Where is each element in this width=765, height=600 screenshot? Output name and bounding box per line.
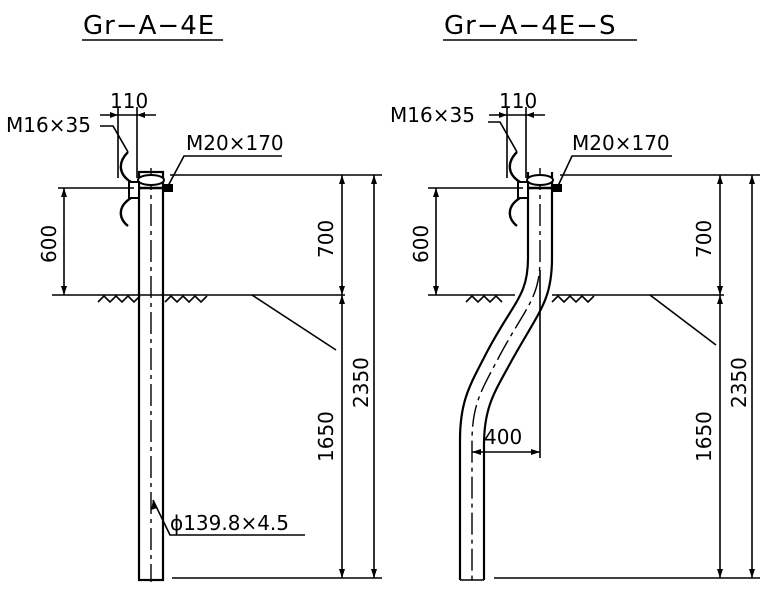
left-bolt-small-leader <box>100 125 129 153</box>
left-bolt-large-label: M20×170 <box>186 131 284 155</box>
right-dim-top-width: 110 <box>499 89 537 113</box>
left-bolt-small-label: M16×35 <box>6 113 91 137</box>
left-pipe-spec-arrow <box>151 500 157 510</box>
right-dim-600-label: 600 <box>409 225 433 263</box>
left-dim-2350: 2350 <box>349 175 377 578</box>
right-post <box>458 168 557 582</box>
left-dim-1650: 1650 <box>314 295 345 578</box>
left-dim-700: 700 <box>314 175 345 295</box>
left-bolt-large-leader <box>167 155 282 187</box>
right-dim-400: 400 <box>472 270 541 458</box>
right-dim-600: 600 <box>409 187 523 296</box>
left-ground <box>80 294 230 304</box>
right-ground-leader <box>649 294 717 346</box>
right-bolt-small-label: M16×35 <box>390 103 475 127</box>
left-dim-top-width: 110 <box>110 89 148 113</box>
right-dim-1650: 1650 <box>692 295 723 578</box>
right-bracket <box>508 151 562 227</box>
left-bracket <box>119 151 173 227</box>
right-dim-2350: 2350 <box>727 175 755 578</box>
left-title: Gr−A−4E <box>83 11 215 41</box>
left-drawing: Gr−A−4E 110 <box>6 11 382 582</box>
left-dim-110: 110 <box>100 89 156 178</box>
left-dim-2350-label: 2350 <box>349 357 373 408</box>
left-pipe-spec-label: ϕ139.8×4.5 <box>170 511 289 535</box>
right-bolt-large-leader <box>557 155 672 187</box>
left-pipe-spec-leader <box>152 499 305 536</box>
left-dim-600-label: 600 <box>37 225 61 263</box>
right-ground <box>456 294 620 304</box>
left-dim-600: 600 <box>37 187 134 296</box>
left-ground-leader <box>251 294 337 351</box>
right-drawing: Gr−A−4E−S <box>390 11 760 582</box>
right-dim-400-label: 400 <box>484 425 522 449</box>
right-dim-110: 110 <box>489 89 545 178</box>
right-title: Gr−A−4E−S <box>444 11 616 41</box>
right-dim-1650-label: 1650 <box>692 411 716 462</box>
right-dim-700-label: 700 <box>692 220 716 258</box>
right-dim-2350-label: 2350 <box>727 357 751 408</box>
left-dim-1650-label: 1650 <box>314 411 338 462</box>
right-dim-700: 700 <box>692 175 723 295</box>
right-bolt-large-label: M20×170 <box>572 131 670 155</box>
left-dim-700-label: 700 <box>314 220 338 258</box>
right-bolt-small-leader <box>488 121 518 153</box>
